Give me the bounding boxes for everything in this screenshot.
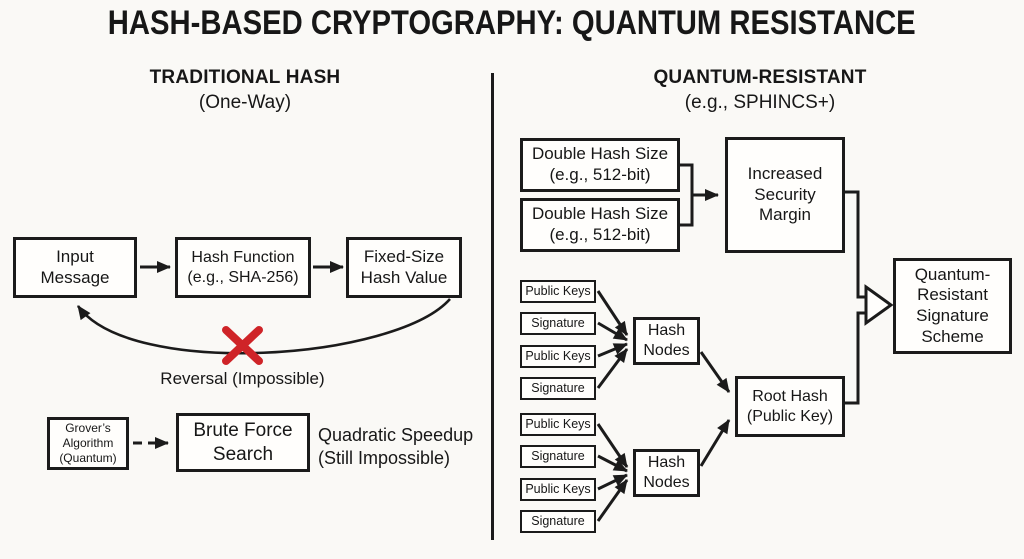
- page-title: HASH-BASED CRYPTOGRAPHY: QUANTUM RESISTA…: [108, 4, 916, 42]
- signature-box-1: Signature: [520, 312, 596, 335]
- right-subheading-text: (e.g., SPHINCS+): [684, 91, 836, 113]
- arrow-leaf3-to-hashnodes1: [597, 342, 628, 358]
- connector-root-to-scheme: [845, 311, 866, 405]
- right-section-heading: QUANTUM-RESISTANT (e.g., SPHINCS+): [560, 66, 960, 115]
- arrow-leaf2-to-hashnodes1: [597, 321, 628, 342]
- public-keys-box-2: Public Keys: [520, 345, 596, 368]
- connector-margin-to-scheme: [845, 190, 866, 299]
- fixed-size-hash-box: Fixed-Size Hash Value: [346, 237, 462, 298]
- signature-box-3: Signature: [520, 445, 596, 468]
- arrow-hashnodes2-to-root: [699, 419, 731, 467]
- double-hash-top-box: Double Hash Size (e.g., 512-bit): [520, 138, 680, 192]
- arrow-leaf1-to-hashnodes1: [596, 290, 629, 336]
- arrow-leaf7-to-hashnodes2: [597, 473, 628, 491]
- input-message-box: Input Message: [13, 237, 137, 298]
- brute-force-box: Brute Force Search: [176, 413, 310, 472]
- section-divider-line: [491, 73, 494, 540]
- arrow-leaf5-to-hashnodes2: [596, 423, 629, 468]
- quadratic-speedup-label: Quadratic Speedup (Still Impossible): [318, 425, 474, 469]
- left-section-heading: TRADITIONAL HASH (One-Way): [65, 66, 425, 115]
- open-arrowhead-into-scheme: [864, 284, 894, 326]
- public-keys-box-1: Public Keys: [520, 280, 596, 303]
- signature-box-4: Signature: [520, 510, 596, 533]
- hash-function-box: Hash Function (e.g., SHA-256): [175, 237, 311, 298]
- right-heading-text: QUANTUM-RESISTANT: [653, 67, 867, 88]
- grovers-algorithm-box: Grover’s Algorithm (Quantum): [47, 417, 129, 470]
- reversal-label: Reversal (Impossible): [160, 369, 325, 388]
- root-hash-box: Root Hash (Public Key): [735, 376, 845, 437]
- public-keys-box-3: Public Keys: [520, 413, 596, 436]
- arrow-leaf8-to-hashnodes2: [596, 479, 629, 522]
- red-x-stroke-2: [222, 326, 263, 365]
- left-subheading-text: (One-Way): [198, 91, 292, 113]
- arrow-leaf6-to-hashnodes2: [597, 454, 628, 473]
- hash-nodes-top-box: Hash Nodes: [633, 317, 700, 365]
- public-keys-box-4: Public Keys: [520, 478, 596, 501]
- increased-margin-box: Increased Security Margin: [725, 137, 845, 253]
- signature-scheme-box: Quantum- Resistant Signature Scheme: [893, 258, 1012, 354]
- signature-box-2: Signature: [520, 377, 596, 400]
- red-x-icon: [222, 326, 263, 365]
- arrow-hashnodes1-to-root: [699, 351, 731, 393]
- double-hash-bottom-box: Double Hash Size (e.g., 512-bit): [520, 198, 680, 252]
- hash-nodes-bottom-box: Hash Nodes: [633, 449, 700, 497]
- left-heading-text: TRADITIONAL HASH: [149, 67, 341, 88]
- arrow-leaf4-to-hashnodes1: [596, 348, 629, 389]
- reversal-curve-arrow: [76, 298, 451, 355]
- double-hash-bracket: [680, 163, 694, 227]
